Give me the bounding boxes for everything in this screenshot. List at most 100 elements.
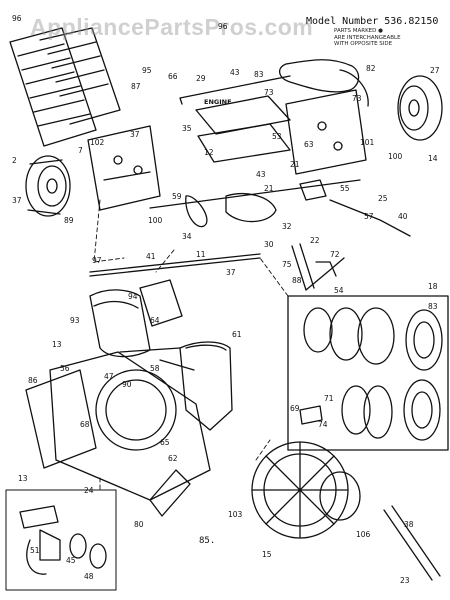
callout-21: 21 [264, 184, 274, 193]
callout-58: 58 [150, 364, 160, 373]
callout-22: 22 [310, 236, 320, 245]
callout-43: 43 [230, 68, 240, 77]
callout-100: 100 [148, 216, 163, 225]
callout-56: 56 [60, 364, 70, 373]
callout-13: 13 [52, 340, 62, 349]
callout-65: 65 [160, 438, 170, 447]
callout-83: 83 [254, 70, 264, 79]
callout-2: 2 [12, 156, 17, 165]
callout-11: 11 [196, 250, 206, 259]
callout-57: 57 [364, 212, 374, 221]
callout-12: 12 [204, 148, 214, 157]
impeller-wheel [251, 441, 361, 539]
gearbox-inset [5, 489, 117, 591]
callout-87: 87 [131, 82, 141, 91]
callout-13: 13 [18, 474, 28, 483]
callout-100: 100 [388, 152, 403, 161]
callout-27: 27 [430, 66, 440, 75]
callout-24: 24 [84, 486, 94, 495]
callout-engine: ENGINE [204, 98, 232, 106]
callout-53: 53 [272, 132, 282, 141]
callout-15: 15 [262, 550, 272, 559]
leader-lines [93, 199, 289, 491]
callout-32: 32 [282, 222, 292, 231]
callout-59: 59 [172, 192, 182, 201]
callout-68: 68 [80, 420, 90, 429]
callout-38: 38 [404, 520, 414, 529]
callout-102: 102 [90, 138, 105, 147]
callout-37: 37 [12, 196, 22, 205]
callout-40: 40 [398, 212, 408, 221]
note-line-3: WITH OPPOSITE SIDE [334, 41, 393, 47]
callout-80: 80 [134, 520, 144, 529]
callout-37: 37 [226, 268, 236, 277]
callout-43: 43 [256, 170, 266, 179]
callout-96: 96 [12, 14, 22, 23]
callout-62: 62 [168, 454, 178, 463]
callout-61: 61 [232, 330, 242, 339]
callout-7: 7 [78, 146, 83, 155]
callout-74: 74 [318, 420, 328, 429]
callout-64: 64 [150, 316, 160, 325]
watermark-text: AppliancePartsPros.com [30, 14, 314, 40]
callout-73: 73 [264, 88, 274, 97]
callout-35: 35 [182, 124, 192, 133]
callout-82: 82 [366, 64, 376, 73]
callout-89: 89 [64, 216, 74, 225]
callout-73: 73 [352, 94, 362, 103]
note-line-2: ARE INTERCHANGEABLE [334, 34, 401, 41]
callout-45: 45 [66, 556, 76, 565]
callout-23: 23 [400, 576, 410, 585]
callout-95: 95 [142, 66, 152, 75]
auger-spiral-assembly [9, 27, 121, 147]
drive-belt [279, 59, 369, 107]
note-line-1: PARTS MARKED ● [334, 28, 383, 34]
callout-96: 96 [218, 22, 228, 31]
callout-75: 75 [282, 260, 292, 269]
callout-18: 18 [428, 282, 438, 291]
axle-shaft [89, 253, 261, 277]
callout-25: 25 [378, 194, 388, 203]
callout-21: 21 [290, 160, 300, 169]
shift-lever [291, 243, 345, 291]
left-wheel [25, 155, 71, 217]
callout-93: 93 [70, 316, 80, 325]
right-frame-plate [285, 89, 367, 175]
callout-48: 48 [84, 572, 94, 581]
callout-101: 101 [360, 138, 375, 147]
callout-14: 14 [428, 154, 438, 163]
engine-mount-plate [179, 75, 291, 163]
callout-51: 51 [30, 546, 40, 555]
right-wheel [397, 75, 443, 141]
callout-69: 69 [290, 404, 300, 413]
callout-37: 37 [130, 130, 140, 139]
callout-72: 72 [330, 250, 340, 259]
callout-66: 66 [168, 72, 178, 81]
callout-54: 54 [334, 286, 344, 295]
callout-90: 90 [122, 380, 132, 389]
callout-83: 83 [428, 302, 438, 311]
callout-34: 34 [182, 232, 192, 241]
callout-97: 97 [92, 256, 102, 265]
auger-housing [25, 341, 233, 501]
callout-88: 88 [292, 276, 302, 285]
callout-30: 30 [264, 240, 274, 249]
callout-63: 63 [304, 140, 314, 149]
callout-106: 106 [356, 530, 371, 539]
callout-71: 71 [324, 394, 334, 403]
callout-55: 55 [340, 184, 350, 193]
callout-103: 103 [228, 510, 243, 519]
scraper-bar [149, 469, 441, 581]
callout-94: 94 [128, 292, 138, 301]
callout-41: 41 [146, 252, 156, 261]
friction-wheel-inset [287, 295, 449, 451]
callout-86: 86 [28, 376, 38, 385]
model-number-label: Model Number 536.82150 [306, 16, 439, 27]
callout-47: 47 [104, 372, 114, 381]
middle-shaft-assembly [149, 179, 411, 237]
left-frame-plate [87, 125, 161, 211]
diagram-code: 85. [199, 536, 216, 546]
callout-29: 29 [196, 74, 206, 83]
interchangeable-note: PARTS MARKED ● ARE INTERCHANGEABLE WITH … [334, 28, 401, 48]
